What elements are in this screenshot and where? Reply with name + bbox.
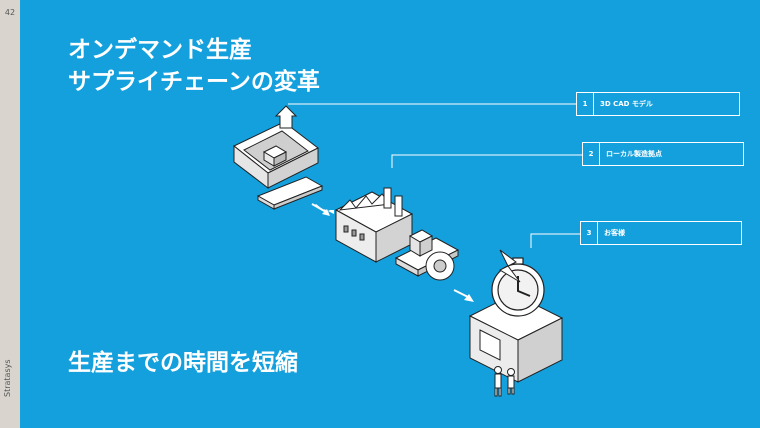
- customer-building-icon: [468, 293, 564, 383]
- lightning-bolt-icon: [498, 249, 521, 283]
- slide-subtitle: 生産までの時間を短縮: [68, 350, 298, 376]
- callout-label: 3D CAD モデル: [600, 100, 653, 108]
- people-icon: [494, 366, 515, 397]
- stopwatch-icon: [491, 257, 545, 317]
- flow-arrow-1: [311, 203, 334, 216]
- printer-device-icon: [408, 229, 434, 257]
- computer-monitor-icon: [233, 121, 319, 190]
- leader-lines: [288, 103, 582, 248]
- factory-icon: [334, 187, 414, 263]
- leader-line-2: [391, 154, 582, 168]
- upload-arrow-icon: [274, 105, 298, 129]
- left-sidebar-strip: 42 Stratasys: [0, 0, 20, 428]
- title-line-2: サプライチェーンの変革: [68, 69, 320, 95]
- slide-title: オンデマンド生産 サプライチェーンの変革: [68, 34, 320, 98]
- keyboard-icon: [256, 176, 324, 210]
- title-line-1: オンデマンド生産: [68, 37, 252, 63]
- callout-label: ローカル製造拠点: [606, 150, 662, 158]
- callout-3d-cad-model: 1 3D CAD モデル: [576, 92, 740, 116]
- callout-customer: 3 お客様: [580, 221, 742, 245]
- callout-number: 2: [583, 143, 600, 165]
- page-number: 42: [4, 8, 16, 17]
- callout-number: 3: [581, 222, 598, 244]
- callout-number: 1: [577, 93, 594, 115]
- gear-icon: [425, 251, 455, 281]
- callout-local-factory: 2 ローカル製造拠点: [582, 142, 744, 166]
- callout-label: お客様: [604, 229, 625, 237]
- leader-line-3: [530, 233, 580, 248]
- flow-arrow-2: [453, 289, 474, 302]
